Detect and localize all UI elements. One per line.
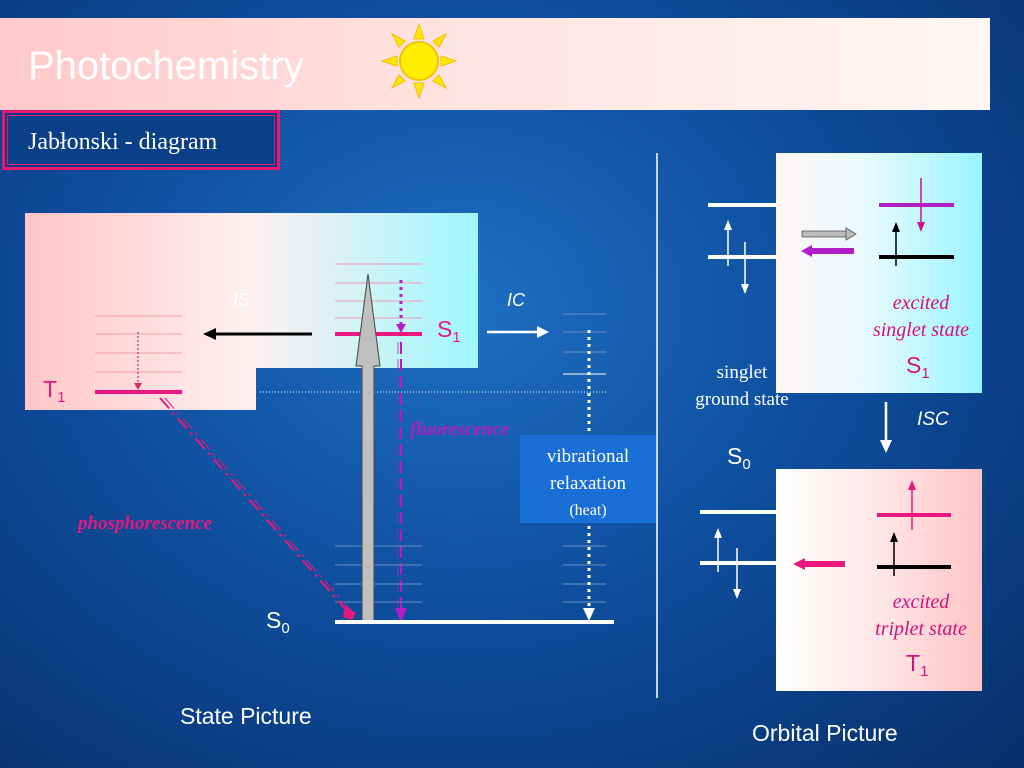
title-bar bbox=[0, 18, 990, 110]
orbital-picture-diagram bbox=[700, 153, 982, 691]
orbital-isc-label: ISC bbox=[917, 409, 949, 430]
state-picture-caption: State Picture bbox=[180, 703, 312, 729]
state-picture-diagram bbox=[25, 213, 606, 623]
orbital-picture-caption: Orbital Picture bbox=[752, 720, 898, 746]
divider bbox=[656, 153, 658, 698]
vibrational-relaxation-box bbox=[520, 435, 656, 523]
vibrational-relaxation-label: vibrational relaxation (heat) bbox=[546, 446, 630, 519]
excited-singlet-label: excited singlet state bbox=[872, 292, 970, 341]
t1-label: T1 bbox=[43, 376, 66, 406]
s1-label: S1 bbox=[437, 316, 461, 346]
s0-label: S0 bbox=[266, 607, 290, 637]
orbital-s1-label: S1 bbox=[906, 352, 930, 382]
excited-triplet-label: excited triplet state bbox=[875, 591, 967, 640]
excited-singlet-panel bbox=[776, 153, 982, 393]
page-title: Photochemistry bbox=[28, 44, 304, 88]
ground-state-orbitals bbox=[708, 203, 776, 294]
subtitle-box bbox=[2, 110, 280, 170]
lower-ground-state-orbitals bbox=[700, 510, 776, 599]
sun-icon bbox=[380, 22, 458, 100]
state-panel bbox=[25, 213, 478, 410]
isc-label-partial: IS bbox=[233, 290, 251, 310]
ic-label: IC bbox=[507, 290, 525, 310]
s1-sublevels bbox=[335, 263, 422, 319]
ic-sublevels bbox=[563, 313, 606, 353]
phosphorescence-label: phosphorescence bbox=[78, 513, 213, 534]
excited-triplet-panel bbox=[776, 469, 982, 691]
orbital-t1-label: T1 bbox=[906, 650, 929, 680]
phosphorescence-arrow bbox=[159, 397, 349, 613]
subtitle-box-inner-border bbox=[7, 115, 275, 165]
absorption-arrow bbox=[355, 273, 381, 623]
orbital-s0-label: S0 bbox=[727, 443, 751, 473]
singlet-ground-state-label: singlet ground state bbox=[695, 362, 789, 410]
transition-arrows bbox=[801, 227, 857, 257]
fluorescence-label: fluorescence bbox=[410, 419, 510, 440]
subtitle: Jabłonski - diagram bbox=[28, 129, 218, 155]
s0-sublevels bbox=[335, 545, 606, 603]
